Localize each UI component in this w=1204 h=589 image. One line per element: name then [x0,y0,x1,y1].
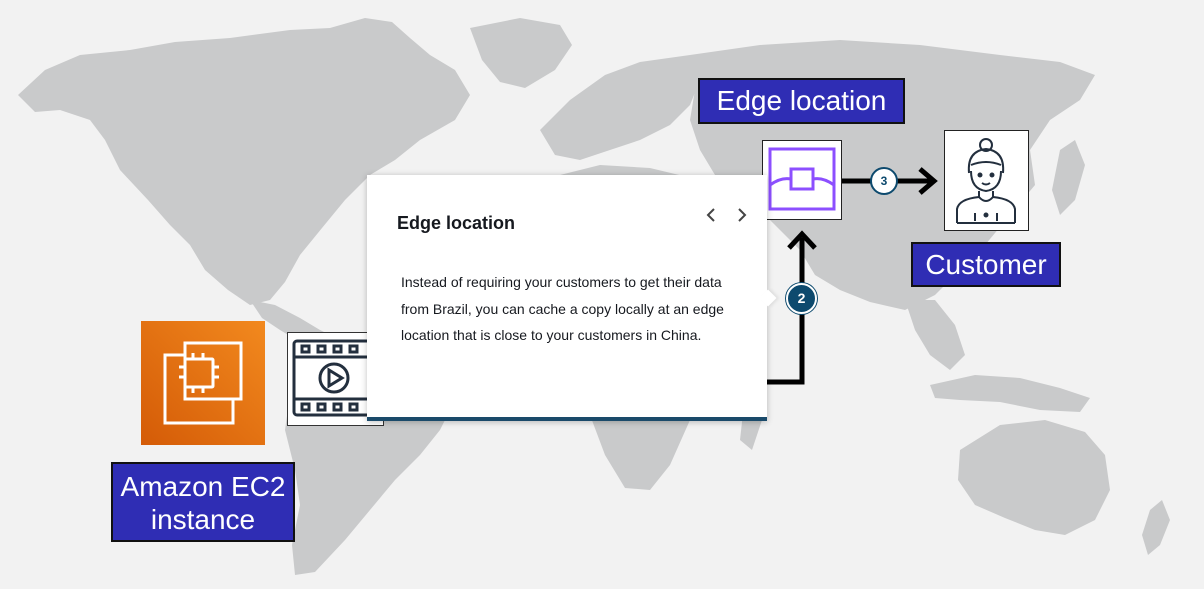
japan-shape [1052,140,1085,215]
popover-title: Edge location [397,213,516,233]
popover-body-text: Instead of requiring your customers to g… [401,274,724,343]
se-asia-shape [905,300,965,370]
chevron-right-icon[interactable] [732,205,750,225]
edge-location-label: Edge location [698,78,905,124]
australia-shape [958,420,1110,535]
route-arrowhead-2 [787,230,817,250]
route-arrowhead-3 [918,167,938,195]
indonesia-shape [930,375,1090,412]
edge-location-icon[interactable] [762,140,842,220]
new-zealand-shape [1142,500,1170,555]
europe-shape [540,55,700,160]
customer-person-icon[interactable] [944,130,1029,231]
step-3-hotspot[interactable]: 3 [870,167,898,195]
ec2-chip-icon [141,321,265,445]
ec2-instance-label: Amazon EC2 instance [111,462,295,542]
ec2-label-line2: instance [150,504,256,535]
ec2-label-line1: Amazon EC2 [120,471,286,502]
info-popover: Edge location Instead of requiring your … [367,175,767,421]
north-america-shape [18,18,470,305]
greenland-shape [470,18,572,88]
customer-label: Customer [911,242,1061,287]
step-2-hotspot[interactable]: 2 [786,283,817,314]
chevron-left-icon[interactable] [703,205,721,225]
